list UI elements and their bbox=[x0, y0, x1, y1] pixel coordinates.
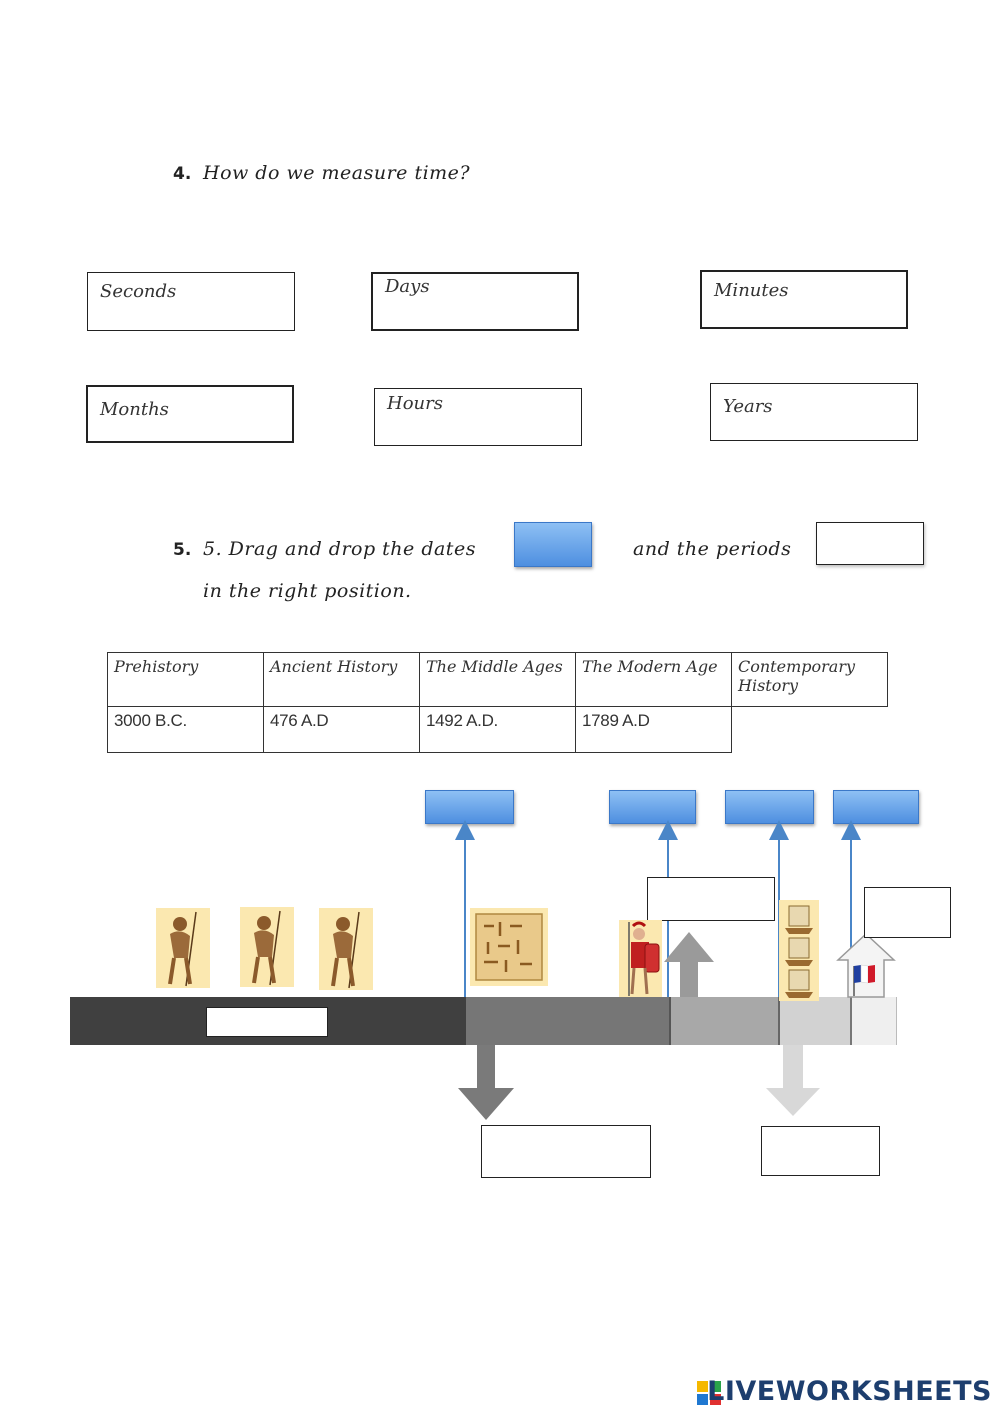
empty-cell bbox=[732, 707, 888, 753]
time-unit-box-hours[interactable]: Hours bbox=[374, 388, 582, 446]
down-arrow-ancient bbox=[458, 1045, 514, 1120]
period-ancient-history-cell[interactable]: Ancient History bbox=[263, 652, 420, 707]
hieroglyph-scroll-icon bbox=[470, 908, 548, 986]
down-arrow-modern bbox=[766, 1045, 820, 1116]
date-drop-target-2[interactable] bbox=[609, 790, 696, 824]
time-unit-box-seconds[interactable]: Seconds bbox=[87, 272, 295, 331]
period-drop-target-middle-ages[interactable] bbox=[647, 877, 775, 921]
date-drop-target-3[interactable] bbox=[725, 790, 814, 824]
date-drop-target-4[interactable] bbox=[833, 790, 919, 824]
time-unit-box-minutes[interactable]: Minutes bbox=[700, 270, 908, 329]
timeline-band-contemporary bbox=[850, 997, 897, 1045]
period-drop-target-contemporary[interactable] bbox=[864, 887, 951, 938]
time-unit-box-years[interactable]: Years bbox=[710, 383, 918, 441]
timeline-band-modern bbox=[778, 997, 852, 1045]
up-arrow-middle-ages bbox=[664, 932, 714, 997]
question-4-text: How do we measure time? bbox=[203, 162, 471, 184]
date-1492-ad-cell[interactable]: 1492 A.D. bbox=[419, 706, 576, 753]
roman-soldier-icon bbox=[619, 920, 662, 997]
question-5-text-part3: in the right position. bbox=[203, 580, 412, 602]
time-unit-box-months[interactable]: Months bbox=[86, 385, 294, 443]
liveworksheets-logo-icon bbox=[697, 1381, 721, 1405]
question-5-text-part1: 5. Drag and drop the dates bbox=[203, 538, 476, 560]
caveman-icon bbox=[240, 907, 294, 987]
question-4-number: 4. bbox=[173, 164, 192, 184]
question-5-text-part2: and the periods bbox=[633, 538, 792, 560]
period-drop-target-ancient[interactable] bbox=[481, 1125, 651, 1178]
period-middle-ages-cell[interactable]: The Middle Ages bbox=[419, 652, 576, 707]
date-drop-target-1[interactable] bbox=[425, 790, 514, 824]
date-476-ad-cell[interactable]: 476 A.D bbox=[263, 706, 420, 753]
period-sample-white-box bbox=[816, 522, 924, 565]
date-3000-bc-cell[interactable]: 3000 B.C. bbox=[107, 706, 264, 753]
periods-table: Prehistory Ancient History The Middle Ag… bbox=[107, 652, 888, 753]
period-contemporary-history-cell[interactable]: Contemporary History bbox=[731, 652, 888, 707]
time-unit-box-days[interactable]: Days bbox=[371, 272, 579, 331]
caveman-icon bbox=[156, 908, 210, 988]
timeline-band-middle-ages bbox=[669, 997, 780, 1045]
caveman-icon bbox=[319, 908, 373, 990]
sailing-ships-icon bbox=[779, 900, 819, 1001]
question-5-number: 5. bbox=[173, 540, 192, 560]
period-prehistory-cell[interactable]: Prehistory bbox=[107, 652, 264, 707]
date-sample-blue-box bbox=[514, 522, 592, 567]
timeline-band-ancient bbox=[466, 997, 669, 1045]
period-drop-target-modern[interactable] bbox=[761, 1126, 880, 1176]
period-drop-target-prehistory[interactable] bbox=[206, 1007, 328, 1037]
french-flag-icon bbox=[851, 962, 877, 996]
date-1789-ad-cell[interactable]: 1789 A.D bbox=[575, 706, 732, 753]
period-modern-age-cell[interactable]: The Modern Age bbox=[575, 652, 732, 707]
liveworksheets-brand: LIVEWORKSHEETS bbox=[707, 1376, 992, 1407]
